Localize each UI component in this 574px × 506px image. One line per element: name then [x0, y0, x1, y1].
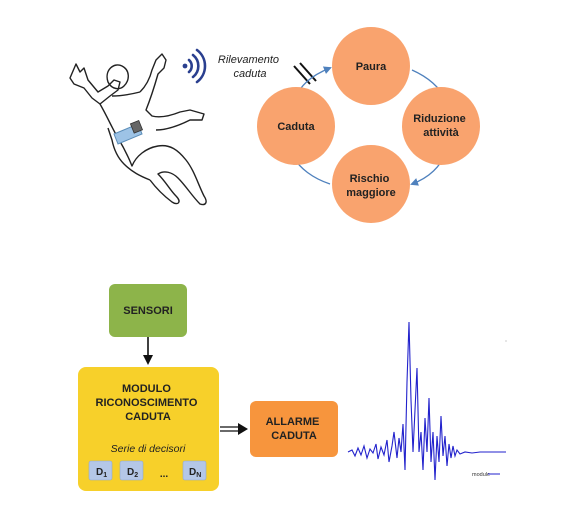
sensori-label: SENSORI [123, 305, 173, 317]
decisore-2-label: D2 [127, 467, 138, 479]
allarme-block: ALLARME CADUTA [250, 401, 338, 457]
decisore-box-2: D2 [119, 460, 144, 481]
wireless-signal-icon [182, 48, 207, 84]
cycle-node-paura: Paura [332, 27, 410, 105]
svg-text:Rischio maggiore: Rischio maggiore [346, 173, 396, 199]
allarme-label-2: CADUTA [271, 430, 317, 442]
node-label-riduzione-2: attività [423, 127, 459, 139]
decisore-1-label: D1 [96, 467, 107, 479]
node-label-paura: Paura [356, 61, 387, 73]
node-label-rischio-2: maggiore [346, 187, 396, 199]
node-label-rischio-1: Rischio [350, 173, 390, 185]
cycle-break-symbol [293, 62, 317, 85]
modulo-label-1: MODULO [122, 383, 171, 395]
svg-text:ALLARME CADUTA: ALLARME CADUTA [266, 416, 323, 442]
wearable-sensor-belt [113, 119, 144, 145]
arrow-modulo-to-allarme [220, 423, 248, 435]
serie-decisori-label: Serie di decisori [111, 443, 186, 455]
signal-trace [347, 321, 506, 481]
svg-text:Riduzione attività: Riduzione attività [413, 113, 469, 139]
decisori-ellipsis: ... [160, 469, 169, 480]
sensori-block: SENSORI [109, 284, 187, 337]
svg-text:MODULO RICONOSCIMENTO: MODULO RICONOSCIMENTO CADUTA [96, 383, 201, 423]
detection-label-line1: Rilevamento [218, 54, 279, 66]
cycle-node-caduta: Caduta [257, 87, 335, 165]
decisore-box-n: DN [182, 460, 207, 481]
modulo-label-3: CADUTA [125, 411, 171, 423]
detection-label-line2: caduta [233, 68, 266, 80]
allarme-label-1: ALLARME [266, 416, 320, 428]
detection-label: Rilevamento caduta [218, 54, 282, 80]
falling-person-illustration [69, 53, 207, 206]
modulo-block: MODULO RICONOSCIMENTO CADUTA Serie di de… [78, 367, 219, 491]
cycle-node-riduzione: Riduzione attività [402, 87, 480, 165]
decisore-n-label: DN [189, 467, 201, 479]
accelerometer-signal-plot: module [347, 321, 507, 481]
node-label-riduzione-1: Riduzione [413, 113, 466, 125]
node-label-caduta: Caduta [277, 121, 315, 133]
decisore-box-1: D1 [88, 460, 113, 481]
modulo-label-2: RICONOSCIMENTO [96, 397, 198, 409]
cycle-node-rischio: Rischio maggiore [332, 145, 410, 223]
signal-legend-label: module [472, 472, 490, 478]
